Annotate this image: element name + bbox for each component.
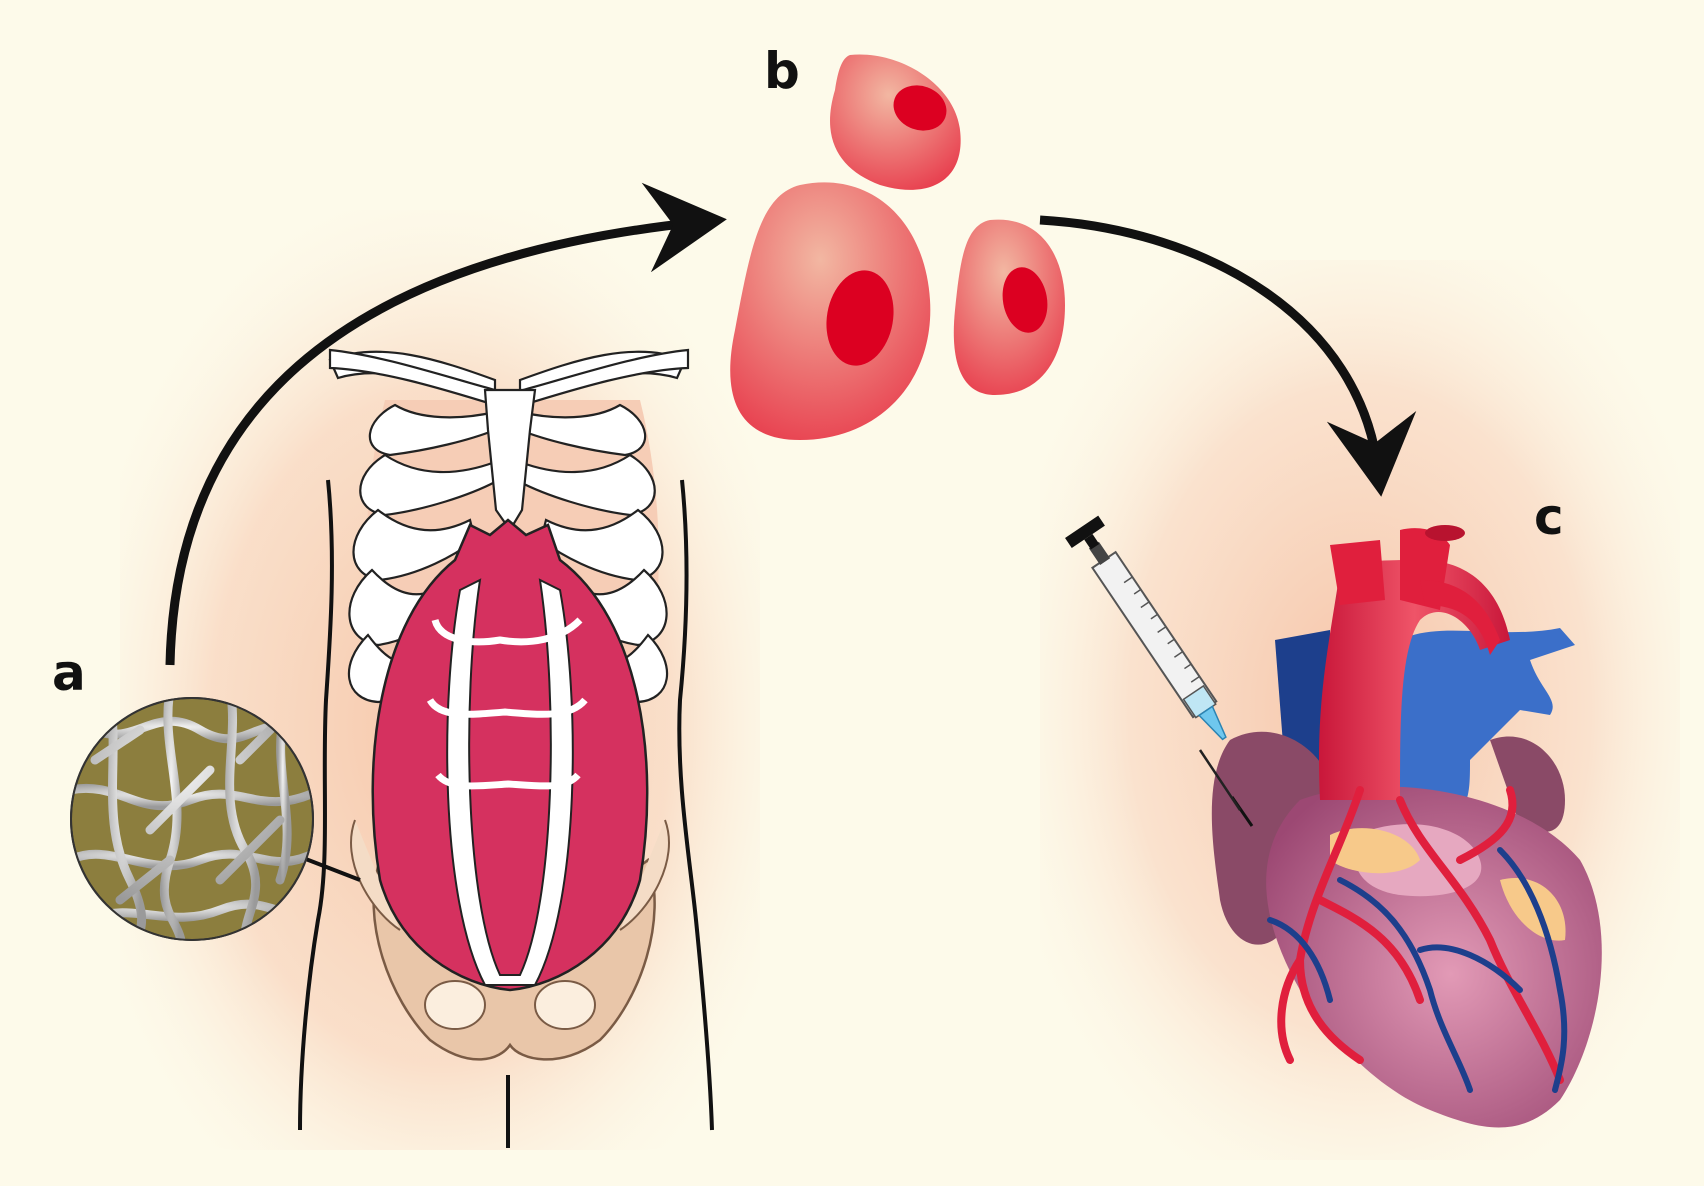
panel-label-b: b [764,42,800,100]
cell-icon [730,182,930,440]
cell-icon [830,55,961,190]
panel-label-a: a [52,644,86,702]
panel-label-c: c [1534,488,1564,546]
cell-cluster [730,55,1065,440]
